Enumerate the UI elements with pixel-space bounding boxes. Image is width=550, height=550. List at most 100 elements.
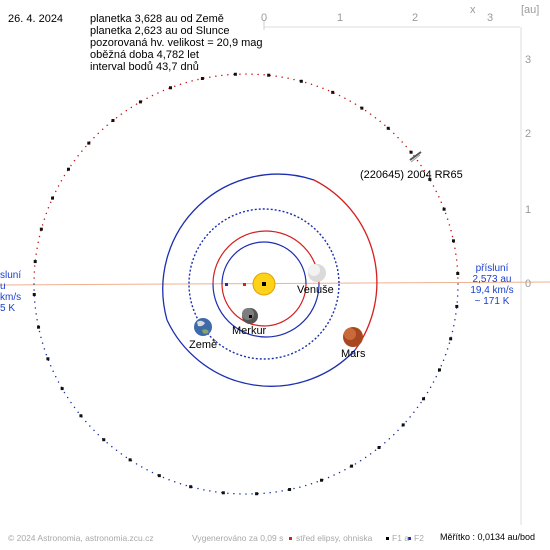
asteroid-orbit-dot <box>141 466 143 468</box>
asteroid-orbit-dot <box>388 437 391 440</box>
asteroid-orbit-dot <box>344 468 346 471</box>
mars <box>343 327 363 347</box>
asteroid-orbit-dot <box>338 94 341 97</box>
asteroid-orbit-dot <box>263 74 265 76</box>
asteroid-orbit-dot <box>364 456 367 459</box>
asteroid-orbit-dot <box>37 241 39 244</box>
asteroid-orbit-dot <box>420 164 422 167</box>
asteroid-orbit-dot <box>432 381 435 383</box>
legend-f1-dot <box>386 537 389 540</box>
asteroid-position-marker <box>422 397 426 401</box>
asteroid-orbit-dot <box>215 491 217 493</box>
asteroid-orbit-dot <box>446 348 449 350</box>
footer-scale: Měřítko : 0,0134 au/bod <box>440 532 536 542</box>
asteroid-position-marker <box>168 86 172 90</box>
asteroid-orbit-dot <box>34 301 36 303</box>
asteroid-orbit-dot <box>197 78 199 81</box>
asteroid-position-marker <box>331 90 335 94</box>
info-line: planetka 3,628 au od Země <box>90 13 224 25</box>
asteroid-orbit-dot <box>179 83 182 86</box>
asteroid-orbit-dot <box>304 484 307 487</box>
asteroid-orbit-dot <box>179 482 182 485</box>
asteroid-orbit-dot <box>52 370 54 372</box>
asteroid-orbit-dot <box>327 476 330 479</box>
top-axis-tick: 0 <box>261 12 268 24</box>
asteroid-orbit-dot <box>446 218 449 220</box>
asteroid-position-marker <box>102 438 106 442</box>
legend-f2-dot <box>408 537 411 540</box>
asteroid-position-marker <box>79 414 83 418</box>
earth <box>194 318 212 336</box>
asteroid-orbit-dot <box>359 459 362 462</box>
asteroid-orbit-dot <box>257 73 259 76</box>
asteroid-orbit-dot <box>379 120 381 123</box>
asteroid-position-marker <box>39 227 43 231</box>
asteroid-orbit-dot <box>63 174 66 177</box>
right-axis-tick: 0 <box>525 278 532 290</box>
asteroid-orbit-dot <box>40 336 42 339</box>
asteroid-orbit-dot <box>310 83 313 86</box>
asteroid-orbit-dot <box>33 277 35 279</box>
asteroid-orbit-dot <box>448 224 451 226</box>
asteroid-orbit-dot <box>420 401 422 404</box>
asteroid-position-marker <box>189 485 193 489</box>
asteroid-position-marker <box>350 464 354 468</box>
asteroid-orbit-dot <box>338 471 341 474</box>
asteroid-orbit-dot <box>185 484 188 487</box>
asteroid-orbit-dot <box>405 145 407 148</box>
asteroid-orbit-dot <box>454 247 456 249</box>
asteroid-orbit-dot <box>454 319 456 321</box>
asteroid-orbit-dot <box>130 106 133 109</box>
asteroid-orbit-dot <box>374 449 377 452</box>
focus-f2-marker <box>225 283 228 286</box>
aphelion-speed: km/s <box>0 292 22 303</box>
asteroid-orbit-dot <box>448 342 451 344</box>
asteroid-orbit <box>32 72 460 496</box>
asteroid-orbit-dot <box>456 301 458 303</box>
asteroid-orbit-dot <box>115 116 118 119</box>
asteroid-orbit-dot <box>405 420 407 423</box>
asteroid-orbit-dot <box>384 124 386 127</box>
asteroid-orbit-dot <box>45 212 48 215</box>
asteroid-orbit-dot <box>60 179 63 182</box>
asteroid-orbit-dot <box>197 487 199 490</box>
asteroid-orbit-dot <box>43 218 46 220</box>
footer-copyright[interactable]: © 2024 Astronomia, astronomia.zcu.cz <box>8 533 154 543</box>
asteroid-orbit-dot <box>281 76 283 78</box>
asteroid-orbit-dot <box>435 190 437 193</box>
asteroid-orbit-dot <box>397 136 399 139</box>
asteroid-orbit-dot <box>38 330 41 333</box>
asteroid-position-marker <box>428 177 432 181</box>
asteroid-orbit-dot <box>456 295 459 297</box>
asteroid-position-marker <box>442 207 446 211</box>
asteroid-orbit-dot <box>455 253 457 255</box>
asteroid-orbit-dot <box>73 159 76 162</box>
asteroid-position-marker <box>377 446 381 450</box>
asteroid-orbit-dot <box>354 103 357 105</box>
asteroid-orbit-dot <box>85 145 87 148</box>
asteroid-orbit-dot <box>227 492 229 494</box>
asteroid-position-marker <box>128 458 132 462</box>
asteroid-orbit-dot <box>97 433 99 436</box>
asteroid-orbit-dot <box>135 103 138 105</box>
asteroid-position-marker <box>33 260 37 264</box>
asteroid-orbit-dot <box>397 429 399 432</box>
asteroid-orbit-dot <box>333 474 335 476</box>
x-axis-name: x <box>470 4 476 16</box>
asteroid-orbit-dot <box>432 185 435 187</box>
asteroid-orbit-dot <box>327 89 330 92</box>
asteroid-orbit-dot <box>41 224 44 226</box>
venus-label: Venuše <box>297 284 334 296</box>
asteroid-orbit-dot <box>374 116 377 119</box>
asteroid-orbit-dot <box>453 324 455 327</box>
asteroid-orbit-dot <box>162 476 165 479</box>
asteroid-orbit-dot <box>457 283 459 285</box>
asteroid-orbit-dot <box>36 247 38 249</box>
asteroid-position-marker <box>456 272 460 275</box>
info-line: planetka 2,623 au od Slunce <box>90 25 230 37</box>
asteroid-orbit-dot <box>293 78 295 81</box>
asteroid-orbit-dot <box>322 87 324 90</box>
asteroid-position-marker <box>66 167 70 171</box>
asteroid-orbit-dot <box>245 73 247 75</box>
